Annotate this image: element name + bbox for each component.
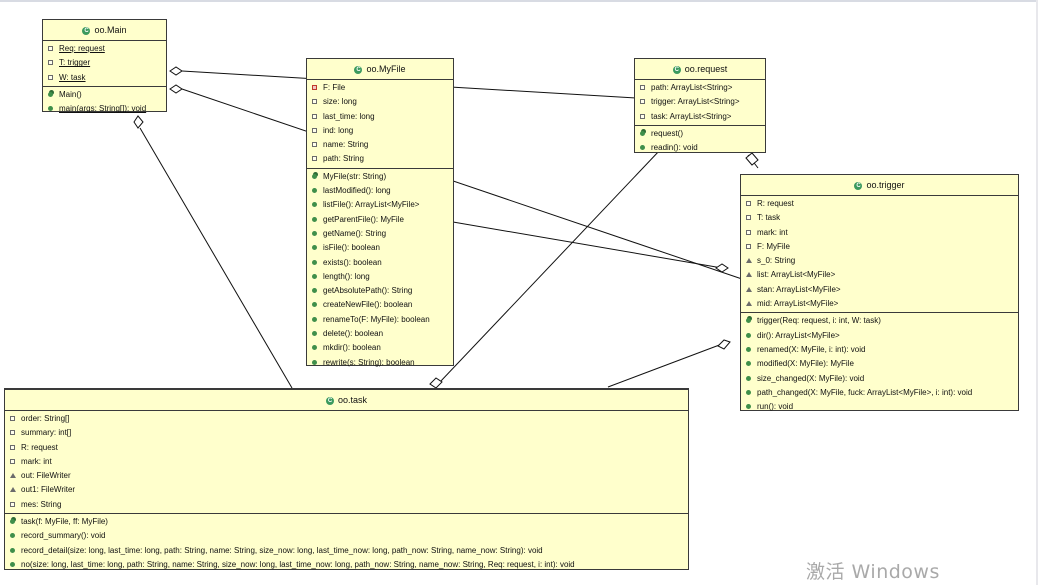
method: request(): [635, 127, 765, 141]
field: stan: ArrayList<MyFile>: [741, 283, 1018, 297]
field: F: File: [307, 81, 453, 95]
field: out: FileWriter: [5, 469, 688, 483]
field: mes: String: [5, 498, 688, 512]
method: task(f: MyFile, ff: MyFile): [5, 515, 688, 529]
method: listFile(): ArrayList<MyFile>: [307, 198, 453, 212]
method: trigger(Req: request, i: int, W: task): [741, 314, 1018, 328]
method: path_changed(X: MyFile, fuck: ArrayList<…: [741, 386, 1018, 400]
field: T: trigger: [43, 56, 166, 70]
class-icon: C: [672, 65, 681, 74]
field: task: ArrayList<String>: [635, 110, 765, 124]
methods-section: task(f: MyFile, ff: MyFile) record_summa…: [5, 513, 688, 573]
method: renamed(X: MyFile, i: int): void: [741, 343, 1018, 357]
methods-section: trigger(Req: request, i: int, W: task) d…: [741, 312, 1018, 415]
method: run(): void: [741, 400, 1018, 414]
assoc-task-trigger: [607, 343, 723, 388]
method: getParentFile(): MyFile: [307, 213, 453, 227]
window-top-edge: [0, 0, 1038, 2]
field: order: String[]: [5, 412, 688, 426]
field: path: ArrayList<String>: [635, 81, 765, 95]
assoc-task-request: [439, 149, 661, 383]
aggregation-diamond: [133, 115, 144, 129]
aggregation-diamond: [169, 84, 183, 94]
method: main(args: String[]): void: [43, 102, 166, 116]
method: modified(X: MyFile): MyFile: [741, 357, 1018, 371]
method: no(size: long, last_time: long, path: St…: [5, 558, 688, 572]
method: createNewFile(): boolean: [307, 298, 453, 312]
assoc-main-task: [139, 127, 293, 389]
fields-section: order: String[] summary: int[] R: reques…: [5, 411, 688, 513]
field: mid: ArrayList<MyFile>: [741, 297, 1018, 311]
field: mark: int: [5, 455, 688, 469]
field: Req: request: [43, 42, 166, 56]
method: isFile(): boolean: [307, 241, 453, 255]
fields-section: F: File size: long last_time: long ind: …: [307, 80, 453, 168]
field: T: task: [741, 211, 1018, 225]
aggregation-diamond: [745, 152, 759, 166]
methods-section: Main() main(args: String[]): void: [43, 85, 166, 118]
fields-section: Req: request T: trigger W: task: [43, 41, 166, 86]
field: R: request: [5, 441, 688, 455]
method: readin(): void: [635, 141, 765, 155]
field: R: request: [741, 197, 1018, 211]
field: F: MyFile: [741, 240, 1018, 254]
method: size_changed(X: MyFile): void: [741, 372, 1018, 386]
activate-windows-watermark: 激活 Windows: [806, 561, 940, 583]
methods-section: request() readin(): void: [635, 124, 765, 157]
field: last_time: long: [307, 110, 453, 124]
field: size: long: [307, 95, 453, 109]
method: lastModified(): long: [307, 184, 453, 198]
method: renameTo(F: MyFile): boolean: [307, 313, 453, 327]
method: getName(): String: [307, 227, 453, 241]
field: name: String: [307, 138, 453, 152]
aggregation-diamond: [715, 263, 729, 273]
aggregation-diamond: [717, 339, 731, 350]
field: trigger: ArrayList<String>: [635, 95, 765, 109]
assoc-main-trigger: [181, 88, 743, 280]
field: mark: int: [741, 226, 1018, 240]
class-icon: C: [354, 65, 363, 74]
field: path: String: [307, 152, 453, 166]
aggregation-diamond: [169, 66, 183, 76]
aggregation-diamond: [429, 377, 443, 389]
fields-section: path: ArrayList<String> trigger: ArrayLi…: [635, 80, 765, 125]
fields-section: R: request T: task mark: int F: MyFile s…: [741, 196, 1018, 312]
method: dir(): ArrayList<MyFile>: [741, 329, 1018, 343]
field: list: ArrayList<MyFile>: [741, 268, 1018, 282]
method: MyFile(str: String): [307, 170, 453, 184]
assoc-myfile-trigger: [452, 221, 723, 269]
method: getAbsolutePath(): String: [307, 284, 453, 298]
method: exists(): boolean: [307, 256, 453, 270]
method: mkdir(): boolean: [307, 341, 453, 355]
field: W: task: [43, 71, 166, 85]
window-right-edge: [1036, 0, 1038, 585]
method: rewrite(s: String): boolean: [307, 356, 453, 370]
methods-section: MyFile(str: String) lastModified(): long…: [307, 167, 453, 371]
method: Main(): [43, 88, 166, 102]
method: record_summary(): void: [5, 529, 688, 543]
field: summary: int[]: [5, 426, 688, 440]
class-icon: C: [325, 396, 334, 405]
field: out1: FileWriter: [5, 483, 688, 497]
class-icon: C: [854, 181, 863, 190]
method: record_detail(size: long, last_time: lon…: [5, 544, 688, 558]
field: ind: long: [307, 124, 453, 138]
method: length(): long: [307, 270, 453, 284]
class-icon: C: [82, 26, 91, 35]
method: delete(): boolean: [307, 327, 453, 341]
field: s_0: String: [741, 254, 1018, 268]
